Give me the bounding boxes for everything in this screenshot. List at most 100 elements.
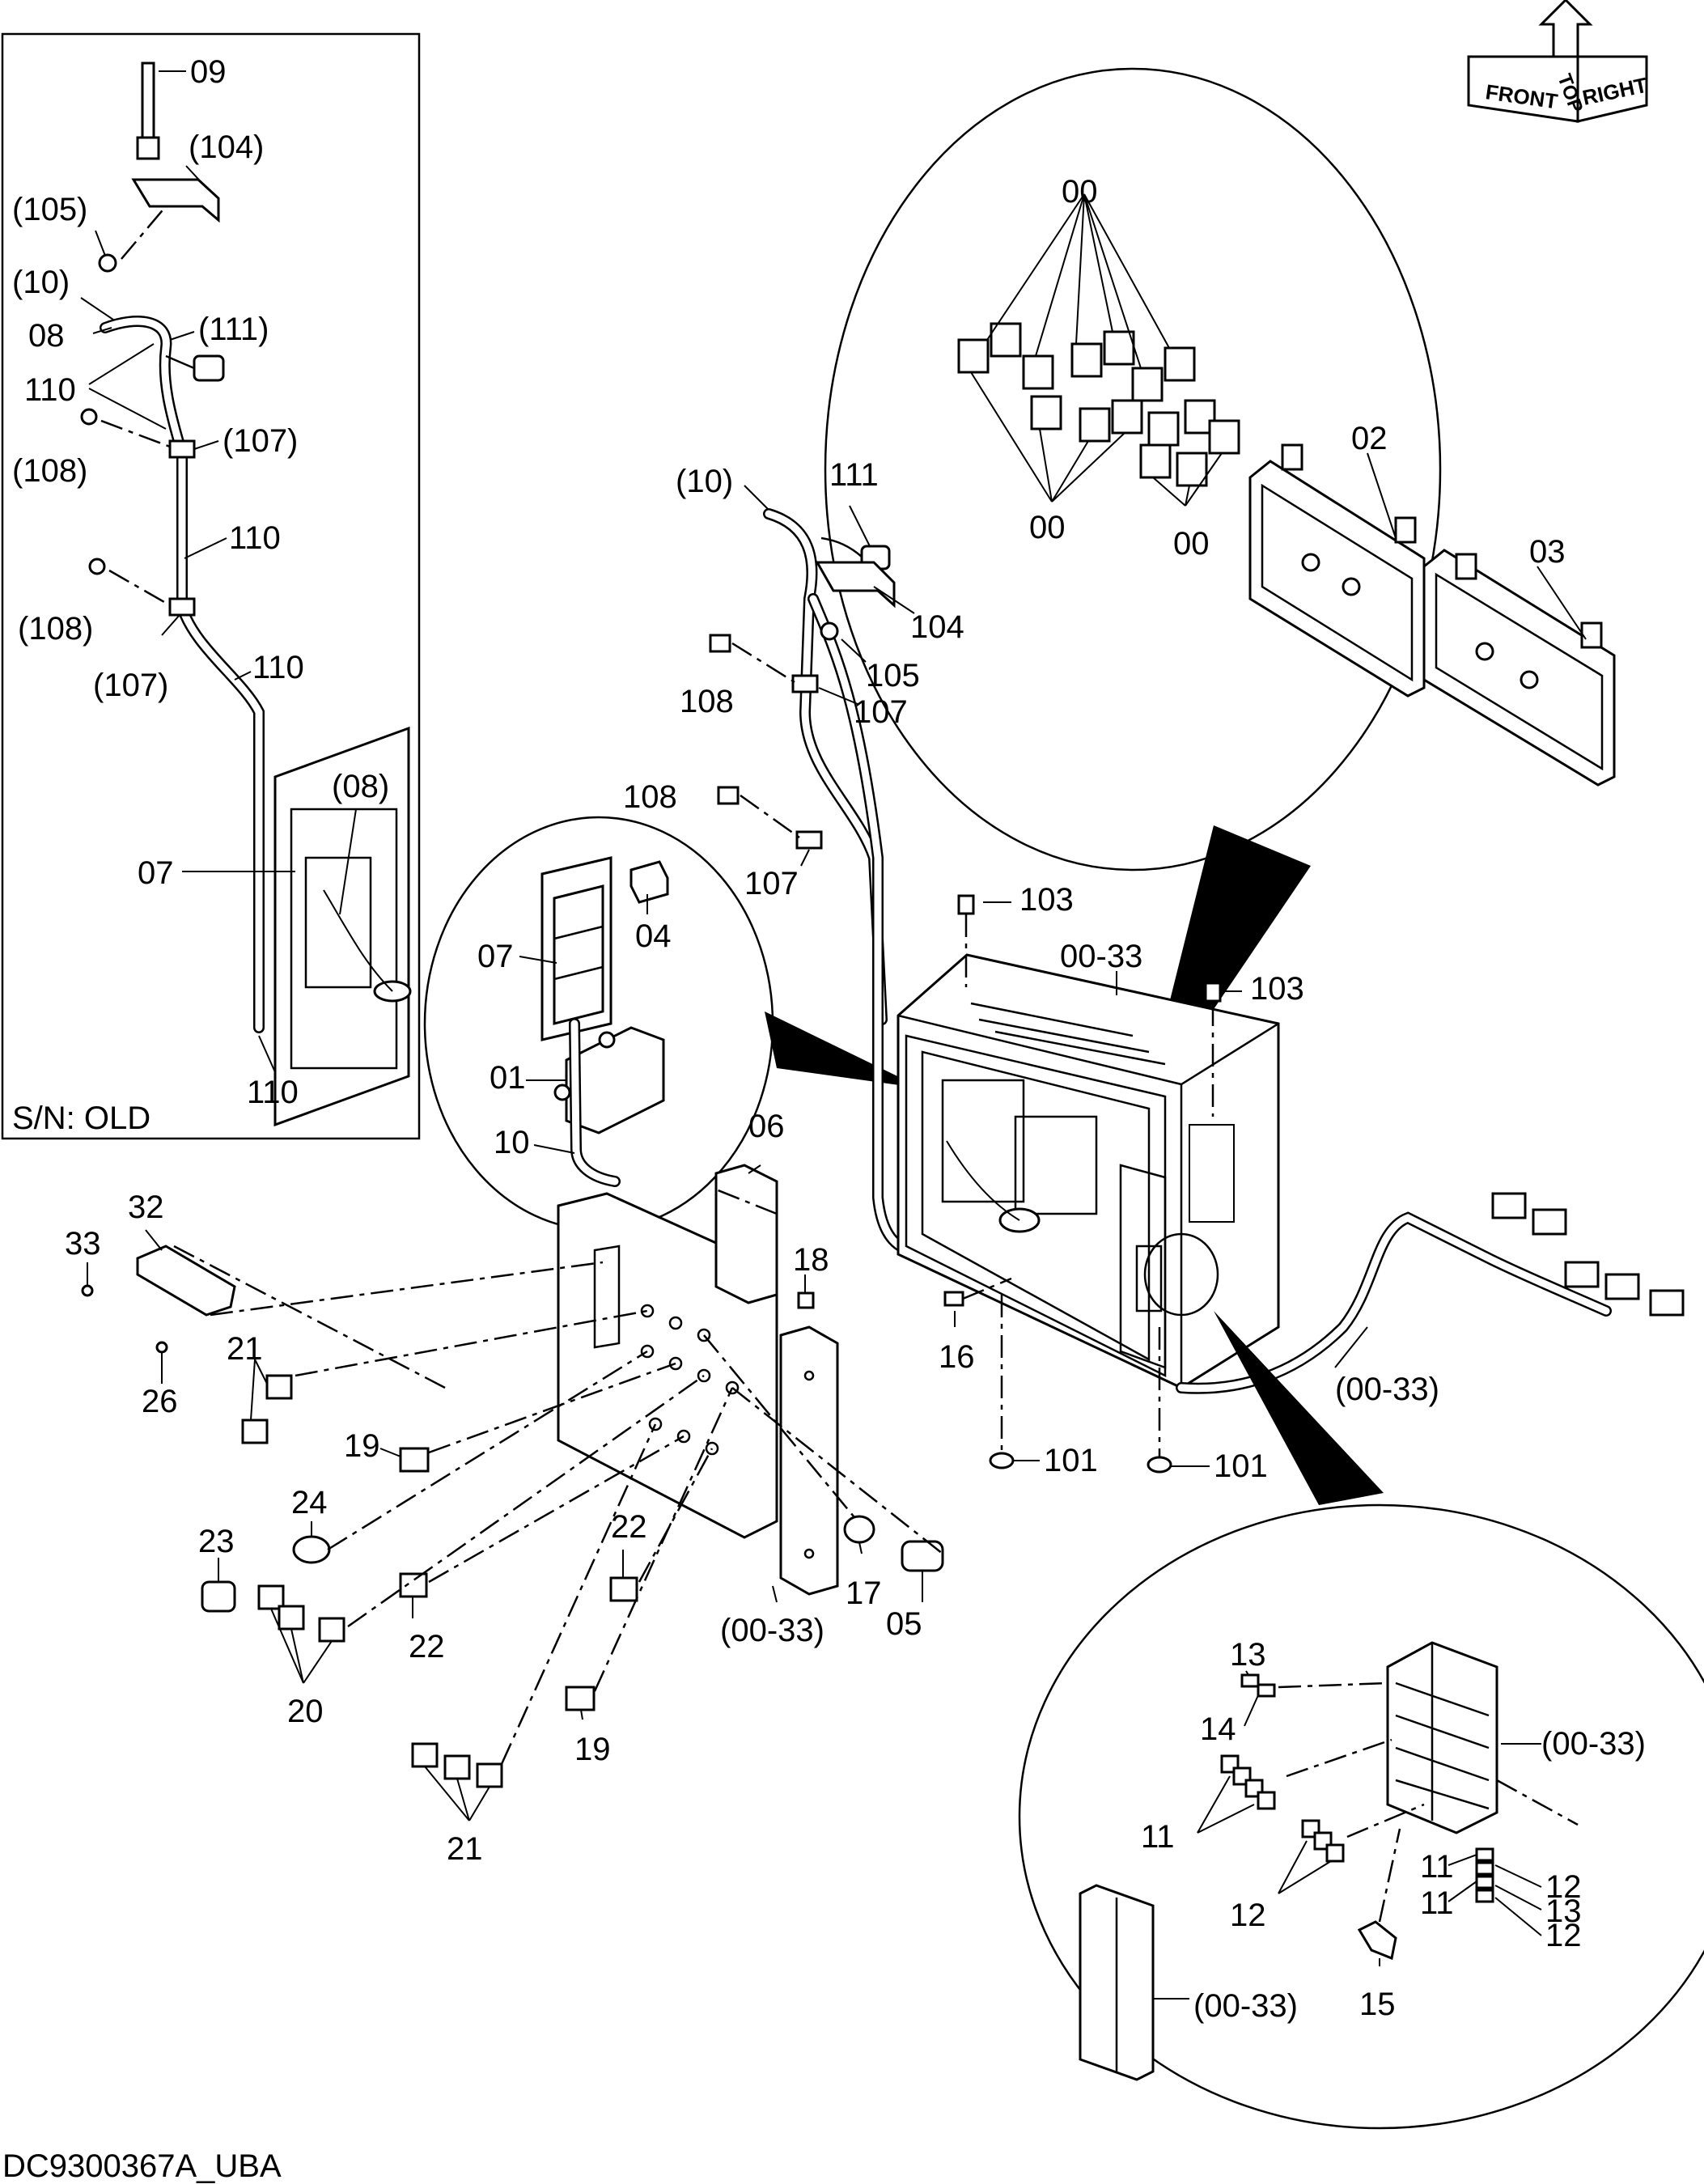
orientation-up-arrow <box>1538 0 1593 58</box>
label-33: 33 <box>65 1226 101 1262</box>
label-08-b: (08) <box>332 769 389 804</box>
label-09: 09 <box>190 54 227 90</box>
sensor-05 <box>901 1540 944 1572</box>
label-105: (105) <box>12 192 87 227</box>
fuse-puller-15 <box>1357 1920 1397 1961</box>
label-26: 26 <box>142 1384 178 1419</box>
side-plate <box>779 1325 839 1596</box>
label-32: 32 <box>128 1190 164 1225</box>
label-00-bottom-left: 00 <box>1029 510 1066 545</box>
label-00-33-fuse: (00-33) <box>1541 1726 1646 1762</box>
label-22-a: 22 <box>611 1509 647 1545</box>
controller-02 <box>1248 460 1426 698</box>
label-02: 02 <box>1351 421 1388 456</box>
clamp-107-b <box>795 830 823 850</box>
label-06: 06 <box>748 1109 785 1144</box>
label-00-top: 00 <box>1062 174 1098 210</box>
label-03: 03 <box>1529 534 1566 570</box>
relay-cluster <box>957 322 1240 487</box>
detail-relays-controllers: 00 00 00 02 03 <box>824 67 1616 1117</box>
label-107-b: (107) <box>93 668 168 703</box>
module-04 <box>629 860 669 904</box>
label-104: 104 <box>910 609 964 645</box>
label-110-a: 110 <box>24 372 76 408</box>
label-21-bottom: 21 <box>447 1831 483 1867</box>
label-103-b: 103 <box>1250 971 1304 1007</box>
label-10: (10) <box>676 464 733 499</box>
panel-holes <box>640 1304 740 1456</box>
inset-cabinet <box>273 726 410 1127</box>
fuse-block-00-33 <box>1386 1641 1498 1834</box>
label-10: (10) <box>12 265 70 300</box>
label-110-d: 110 <box>247 1075 299 1110</box>
label-23: 23 <box>198 1524 235 1559</box>
bracket-104 <box>131 178 220 223</box>
label-05: 05 <box>886 1606 922 1642</box>
label-12-c: 12 <box>1545 1918 1582 1953</box>
label-108-a: 108 <box>680 684 734 719</box>
label-00-33-panel: (00-33) <box>720 1613 824 1648</box>
label-11-b: 11 <box>1420 1849 1454 1885</box>
label-111: 111 <box>829 457 879 493</box>
switch-19 <box>399 1447 430 1473</box>
bolt-103-b <box>1204 982 1222 1003</box>
inset-caption: S/N: OLD <box>12 1100 150 1136</box>
harness-connector <box>1649 1289 1685 1317</box>
detail-pointer-fusebox <box>1214 1311 1384 1505</box>
switch-21 <box>265 1374 293 1400</box>
controller-07 <box>553 884 604 1025</box>
screw-26 <box>155 1341 168 1354</box>
label-103-a: 103 <box>1019 882 1074 918</box>
bolt-105 <box>820 621 839 641</box>
relay <box>1111 399 1143 435</box>
connector-111 <box>193 354 225 382</box>
relay <box>990 322 1022 358</box>
label-07: 07 <box>477 939 514 974</box>
relay <box>1139 443 1172 479</box>
label-104: (104) <box>189 129 264 165</box>
clamp-107-a <box>168 439 196 459</box>
harness-connector <box>1491 1192 1527 1219</box>
label-24: 24 <box>291 1485 328 1520</box>
label-108-a: (108) <box>12 453 87 489</box>
label-22-b: 22 <box>409 1629 445 1665</box>
switch-21-lower <box>411 1742 439 1768</box>
switch-20 <box>278 1605 305 1631</box>
switch-22-a <box>399 1572 428 1598</box>
inset-frame <box>1 32 421 1140</box>
label-101-a: 101 <box>1044 1443 1098 1478</box>
label-20: 20 <box>287 1694 324 1729</box>
label-07: 07 <box>138 855 174 891</box>
label-101-b: 101 <box>1214 1448 1268 1484</box>
relay <box>1147 411 1180 447</box>
label-00-33-top: 00-33 <box>1060 939 1142 974</box>
label-110-c: 110 <box>252 650 304 685</box>
bolt-108-b <box>717 786 740 805</box>
relay <box>1079 407 1111 443</box>
fuse-set-12 <box>1301 1819 1345 1863</box>
switch-19-lower <box>565 1686 596 1711</box>
label-111: (111) <box>198 312 269 347</box>
drawing-id: DC9300367A_UBA <box>2 2148 282 2184</box>
label-11-c: 11 <box>1420 1885 1454 1921</box>
clamp-107-b <box>168 597 196 617</box>
bolt-105 <box>98 253 117 273</box>
bolt-108-a <box>80 408 98 426</box>
main-front-panel: 06 18 33 32 26 21 19 24 23 20 22 22 17 0… <box>65 1109 944 1867</box>
label-108-b: (108) <box>18 611 93 647</box>
bolt-16 <box>943 1291 964 1307</box>
detail-circle-fusebox <box>1018 1503 1704 2130</box>
switch-cover-32 <box>136 1245 236 1317</box>
antenna-base <box>136 136 160 160</box>
label-107-a: 107 <box>854 694 908 730</box>
orientation-face-right <box>1576 55 1648 123</box>
switch-20 <box>318 1617 345 1643</box>
label-18: 18 <box>793 1242 829 1278</box>
label-19-top: 19 <box>344 1428 380 1464</box>
relay <box>1022 354 1054 390</box>
bolt-18 <box>797 1291 815 1309</box>
relay <box>1208 419 1240 455</box>
bolt-103-a <box>957 894 975 915</box>
label-00-33-harness: (00-33) <box>1335 1372 1439 1407</box>
